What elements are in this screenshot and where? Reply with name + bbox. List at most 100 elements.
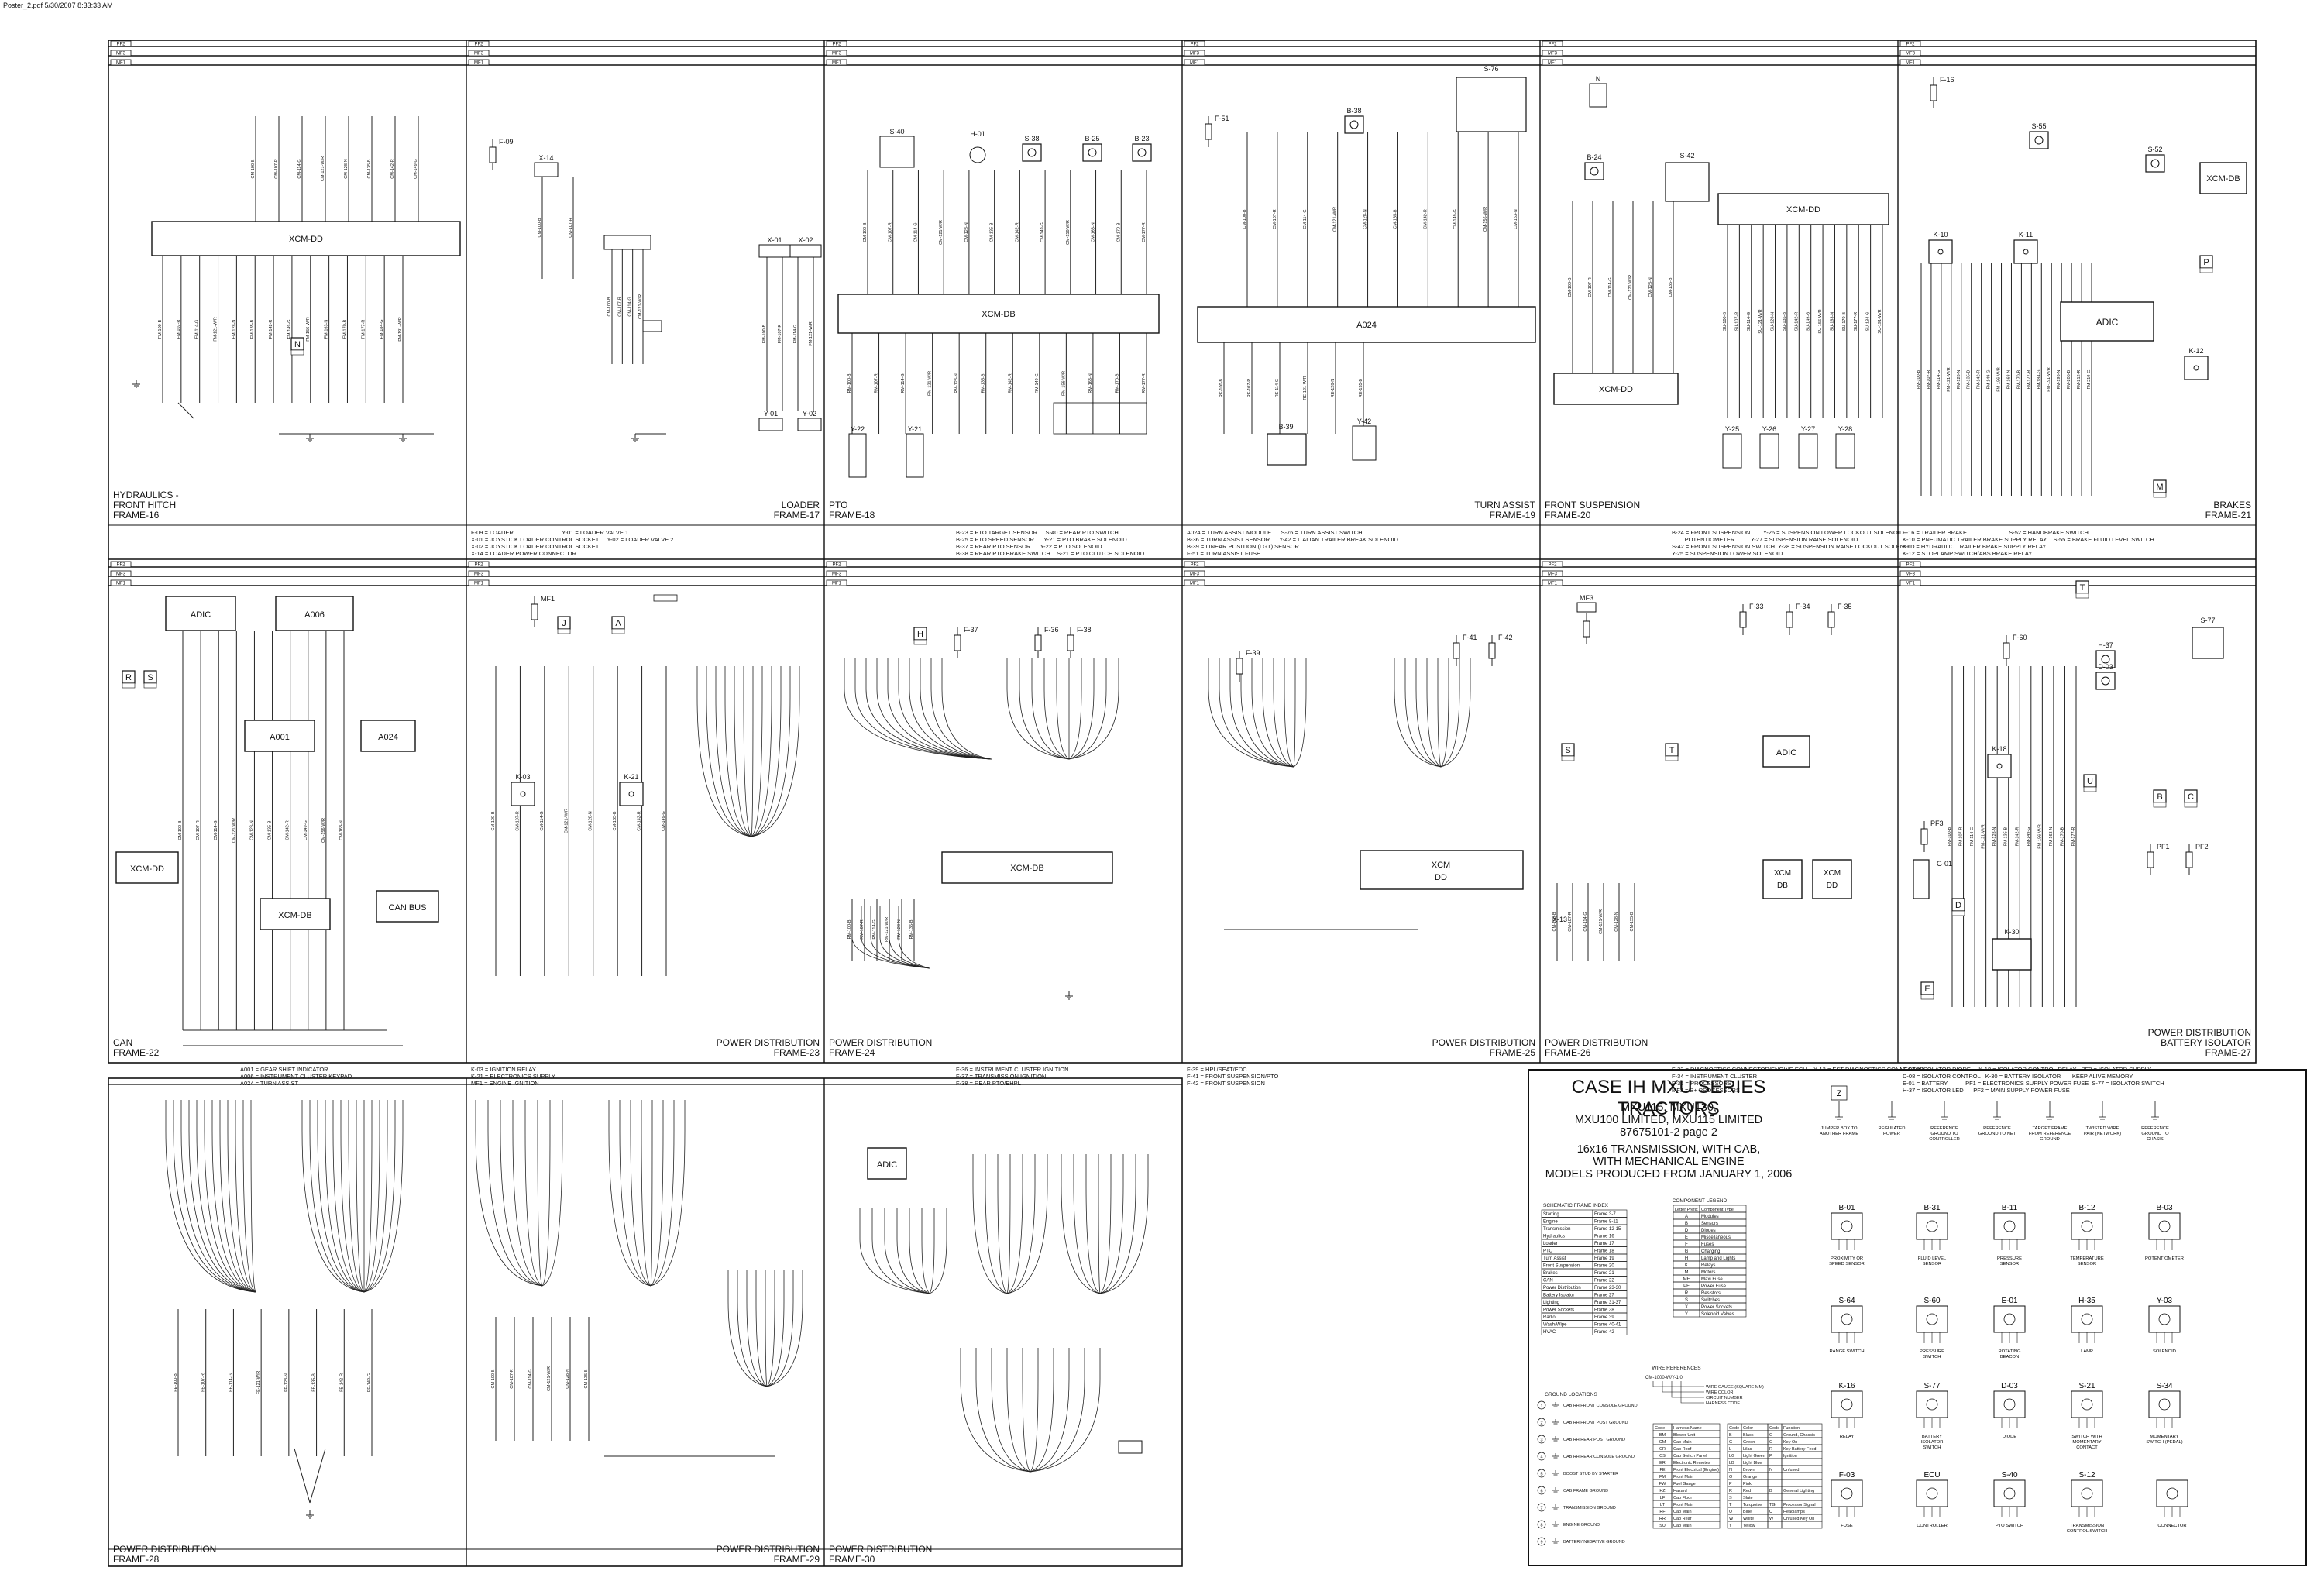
comp-type: Charging (1701, 1249, 1720, 1254)
wire-label: FM-121-W/R (214, 317, 218, 342)
rail-label: MF1 (832, 61, 842, 66)
led-h37 (2095, 650, 2116, 668)
color-value: R (1729, 1489, 1732, 1493)
wire-label: CM-128-N (1363, 209, 1368, 229)
fuse-f42-tag: F-42 (1498, 634, 1513, 641)
jumper-t-f26-sub (1665, 755, 1679, 761)
wire-label: RM-107-R (875, 373, 879, 393)
wire-label: CM-100-B (1552, 912, 1557, 931)
wire-label: FM-121-W/R (1947, 367, 1951, 392)
index-frame: Frame 31-37 (1594, 1301, 1621, 1305)
wire-label: CM-135-B (1669, 277, 1673, 297)
legend-line: H-37 = ISOLATOR LED PF2 = MAIN SUPPLY PO… (1903, 1087, 2070, 1094)
symbol-tag: B-11 (2002, 1204, 2018, 1212)
rail-tag (826, 59, 847, 66)
index-frame: Frame 16 (1594, 1235, 1614, 1239)
color-cell (1781, 1493, 1823, 1501)
wire-label: FM-135-B (2004, 827, 2009, 846)
jumper-n-f20 (1589, 83, 1607, 108)
wire-label: CM-156-W/R (1066, 220, 1071, 245)
wiring-layer (132, 77, 2204, 1519)
solenoid-y42-tag: Y-42 (1357, 418, 1371, 425)
color-cell (1767, 1479, 1783, 1487)
solenoid-y-27 (1798, 433, 1818, 469)
file-header: Poster_2.pdf 5/30/2007 8:33:33 AM (3, 2, 113, 9)
fuse-mf3-body (1583, 620, 1590, 638)
solenoid-y42 (1352, 425, 1377, 461)
jumper-p-letter: P (2203, 258, 2209, 267)
sensor-b23 (1132, 143, 1152, 162)
symbol-tag: S-34 (2156, 1382, 2173, 1390)
rail-label: PF2 (116, 563, 125, 568)
tb-part-number: 87675101-2 page 2 (1620, 1126, 1717, 1139)
harness-code: BM (1659, 1433, 1666, 1438)
fuse-pf3-tag: PF3 (1930, 820, 1944, 827)
ground-num (1537, 1520, 1546, 1529)
color-value: T (1729, 1503, 1732, 1507)
module-xcm-dd-f25 (1360, 850, 1524, 890)
frame-legend-f21: F-16 = TRAILER BRAKE S-52 = HANDBRAKE SW… (1903, 529, 2154, 557)
wire-label: RM-107-R (860, 919, 865, 939)
symbol-tag: D-03 (2001, 1382, 2018, 1390)
rail-label: PF2 (1190, 43, 1199, 47)
module-xcm-db-f26 (1762, 859, 1803, 899)
rail-tag (1542, 570, 1563, 577)
symbol-caption: CONNECTOR (2157, 1524, 2186, 1528)
wire-label: SU-142-R (1794, 312, 1799, 331)
switch-s55-tag: S-55 (2031, 122, 2046, 130)
comp-type: Relays (1701, 1263, 1715, 1268)
legend-line: K-10 = PNEUMATIC TRAILER BRAKE SUPPLY RE… (1903, 536, 2154, 543)
fuse-f09 (489, 146, 497, 163)
legend-line: B-23 = PTO TARGET SENSOR S-40 = REAR PTO… (956, 529, 1119, 536)
wire-label: RM-135-B (982, 373, 986, 393)
symbol-tag: E-01 (2001, 1297, 2018, 1305)
jumper-s-letter: S (147, 673, 153, 682)
rail-label: PF2 (474, 43, 483, 47)
wire-label: CM-128-N (1648, 277, 1653, 297)
wire-label: FM-114-G (1937, 370, 1941, 390)
index-frame: Frame 17 (1594, 1242, 1614, 1246)
symbol-tag: B-03 (2156, 1204, 2173, 1212)
harness-cell (1671, 1521, 1721, 1529)
comp-head-text: Component Type (1701, 1208, 1734, 1212)
legend-line: B-24 = FRONT SUSPENSION Y-26 = SUSPENSIO… (1672, 529, 1904, 536)
legend-line: A024 = TURN ASSIST MODULE S-76 = TURN AS… (1187, 529, 1363, 536)
switch-s76 (1456, 77, 1527, 132)
jumper-n-f16-letter: N (294, 340, 301, 349)
adic-label-f22: ADIC (191, 610, 211, 620)
sensor-b24-tag: B-24 (1587, 153, 1601, 161)
xcm-db-f21 (2199, 162, 2247, 194)
legend-line: X-02 = JOYSTICK LOADER CONTROL SOCKET (471, 543, 600, 550)
frame-legend-f20: B-24 = FRONT SUSPENSION Y-26 = SUSPENSIO… (1672, 529, 1915, 557)
wire-label: FM-156-W/R (1997, 367, 2002, 392)
rail-label: PF2 (1548, 563, 1557, 568)
ground-number: 8 (1540, 1524, 1542, 1528)
wire-label: FM-142-R (2015, 827, 2020, 847)
wire-label: CM-156-W/R (321, 818, 326, 843)
xcm-dd-f20a (1553, 373, 1679, 405)
legend-line: F-09 = LOADER Y-01 = LOADER VALVE 1 (471, 529, 629, 536)
wire-label: CM-100-B (538, 218, 542, 237)
lamp-h01 (969, 146, 986, 163)
wire-label: SU-149-G (1807, 312, 1811, 332)
fuse-mf1 (531, 603, 538, 620)
wire-label: FM-107-R (177, 320, 181, 339)
comp-type: Lamp and Lights (1701, 1256, 1735, 1261)
harness-name: Cab Main (1673, 1524, 1692, 1528)
legend-line: Y-25 = SUSPENSION LOWER SOLENOID (1672, 550, 1783, 557)
wire-label: CM-107-R (274, 159, 279, 178)
module-a006 (275, 596, 354, 631)
comp-type: Fuses (1701, 1242, 1714, 1247)
adic-label-f21: ADIC (2096, 317, 2119, 328)
harness-code: SU (1659, 1524, 1666, 1528)
jumper-m-letter: M (2156, 483, 2163, 492)
wire-label: CM-114-G (628, 297, 633, 316)
index-frame: Frame 19 (1594, 1256, 1614, 1261)
